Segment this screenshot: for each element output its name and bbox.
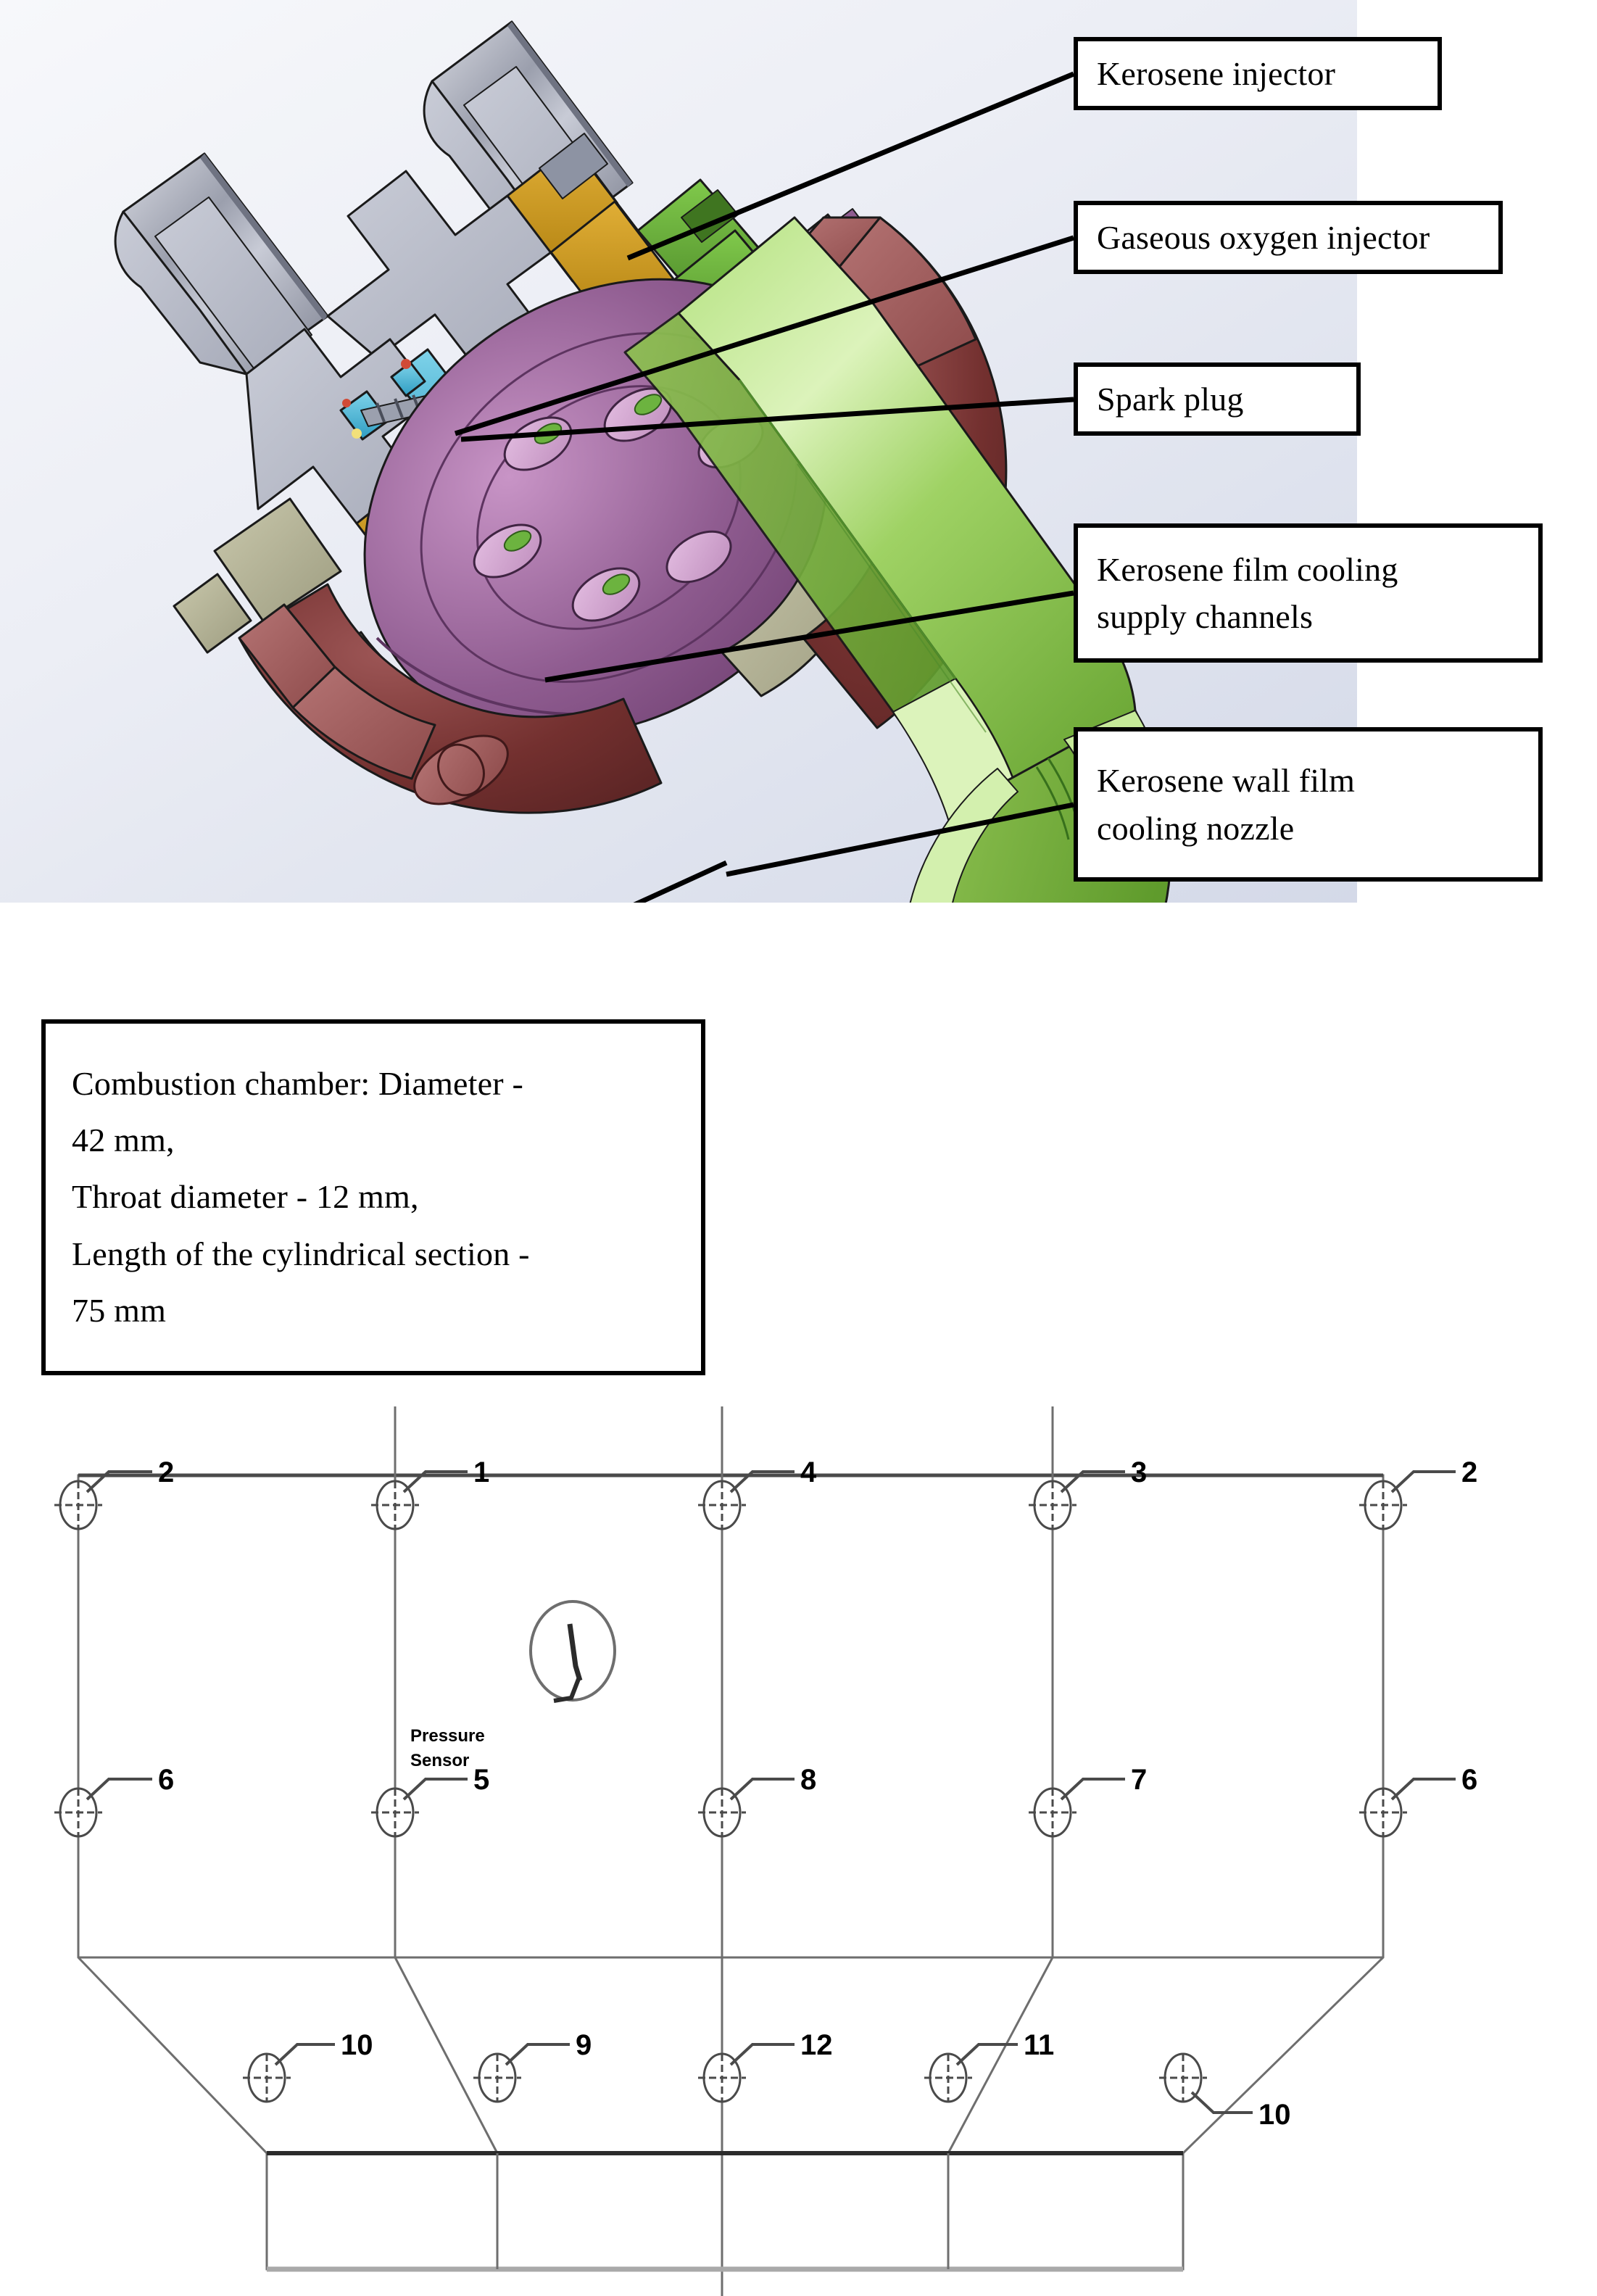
port-marker-2-right: 2 — [1359, 1456, 1477, 1530]
port-label-2-right: 2 — [1461, 1456, 1477, 1488]
port-label-3: 3 — [1131, 1456, 1147, 1488]
port-label-6-right: 6 — [1461, 1764, 1477, 1796]
port-label-2-left: 2 — [158, 1456, 174, 1488]
port-label-5: 5 — [473, 1764, 489, 1796]
port-label-1: 1 — [473, 1456, 489, 1488]
pressure-sensor-label-line-2: Sensor — [410, 1751, 469, 1770]
port-label-6-left: 6 — [158, 1764, 174, 1796]
cad-section-view: Kerosene injector Gaseous oxygen injecto… — [0, 0, 1543, 1375]
chamber-spec-line-1: Combustion chamber: Diameter - — [72, 1065, 524, 1103]
port-label-10-right: 10 — [1258, 2099, 1291, 2131]
chamber-spec-line-4: Length of the cylindrical section - — [72, 1235, 530, 1272]
chamber-spec-line-2: 42 mm, — [72, 1122, 175, 1159]
callout-leader-lines — [454, 71, 1075, 903]
port-marker-3: 3 — [1029, 1456, 1147, 1530]
port-markers: 2 1 4 3 — [54, 1456, 1477, 2131]
callout-film-cooling-line-2: supply channels — [1097, 598, 1314, 635]
chamber-flange-maroon-left — [238, 583, 663, 814]
callout-wall-film-line-1: Kerosene wall film — [1097, 762, 1356, 800]
callout-kerosene-wall-film-cooling-nozzle: Kerosene wall film cooling nozzle — [1074, 727, 1543, 882]
port-marker-9: 9 — [473, 2029, 592, 2103]
chamber-spec-line-3: Throat diameter - 12 mm, — [72, 1178, 419, 1216]
callout-gaseous-oxygen-injector-text: Gaseous oxygen injector — [1097, 218, 1430, 256]
port-marker-11: 11 — [924, 2029, 1054, 2103]
cad-model-graphic — [114, 20, 1172, 903]
port-marker-6-left: 6 — [54, 1764, 174, 1838]
pressure-sensor-label-line-1: Pressure — [410, 1726, 485, 1746]
callout-film-cooling-line-1: Kerosene film cooling — [1097, 550, 1398, 588]
port-layout-graphic: 2 1 4 3 — [54, 1406, 1477, 2296]
callout-combustion-chamber-specs: Combustion chamber: Diameter - 42 mm, Th… — [41, 1019, 705, 1375]
callout-kerosene-film-cooling-supply-channels: Kerosene film cooling supply channels — [1074, 523, 1543, 663]
port-marker-7: 7 — [1029, 1764, 1147, 1838]
port-marker-6-right: 6 — [1359, 1764, 1477, 1838]
callout-gaseous-oxygen-injector: Gaseous oxygen injector — [1074, 201, 1503, 274]
callout-wall-film-line-2: cooling nozzle — [1097, 809, 1295, 847]
port-label-4: 4 — [800, 1456, 817, 1488]
port-marker-12: 12 — [698, 2029, 833, 2103]
callout-kerosene-injector: Kerosene injector — [1074, 37, 1442, 110]
callout-spark-plug: Spark plug — [1074, 362, 1361, 436]
port-label-11: 11 — [1024, 2029, 1054, 2061]
port-marker-2-left: 2 — [54, 1456, 174, 1530]
pressure-sensor-annotation: Pressure Sensor — [410, 1600, 616, 1770]
callout-spark-plug-text: Spark plug — [1097, 380, 1244, 418]
port-marker-8: 8 — [698, 1764, 816, 1838]
port-marker-10-left: 10 — [243, 2029, 373, 2103]
port-marker-5: 5 — [371, 1764, 489, 1838]
port-label-10-left: 10 — [341, 2029, 373, 2061]
callout-kerosene-injector-text: Kerosene injector — [1097, 54, 1336, 92]
kerosene-injector-tube-lower — [114, 152, 329, 376]
port-marker-4: 4 — [698, 1456, 817, 1530]
port-marker-1: 1 — [371, 1456, 489, 1530]
port-label-12: 12 — [800, 2029, 833, 2061]
port-marker-10-right: 10 — [1159, 2052, 1291, 2131]
port-label-7: 7 — [1131, 1764, 1147, 1796]
port-label-8: 8 — [800, 1764, 816, 1796]
unrolled-wall-port-drawing: 2 1 4 3 — [0, 1406, 1597, 2296]
chamber-spec-line-5: 75 mm — [72, 1291, 167, 1329]
port-label-9: 9 — [576, 2029, 592, 2061]
